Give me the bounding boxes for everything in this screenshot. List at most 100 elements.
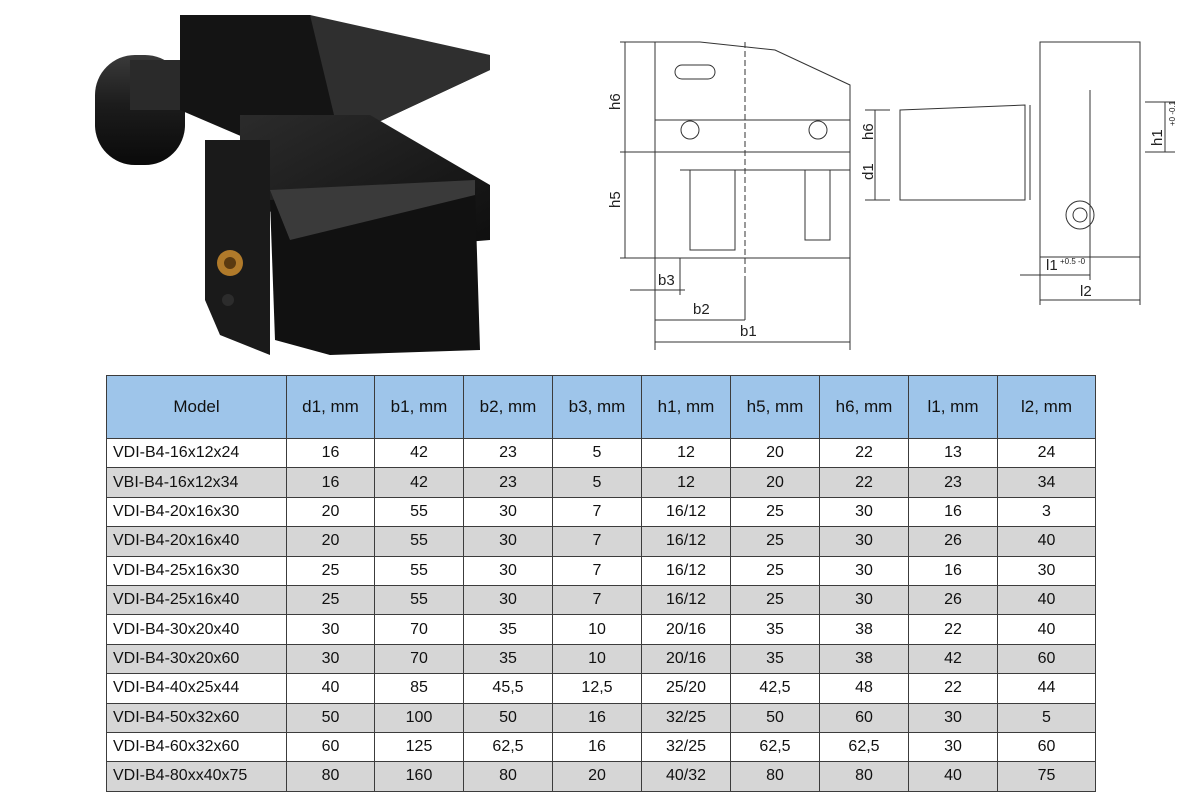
value-cell: 40 [286,673,375,704]
value-cell: 25 [730,584,820,616]
value-cell: 7 [552,584,642,616]
value-cell: 22 [908,673,998,704]
model-cell: VBI-B4-16x12x34 [106,467,287,498]
model-cell: VDI-B4-20x16x30 [106,496,287,528]
model-cell: VDI-B4-60x32x60 [106,731,287,763]
value-cell: 160 [374,761,464,792]
value-cell: 30 [463,555,553,586]
dim-label-h1-tolerance: +0 -0.1 [1168,100,1177,126]
dim-label-h6-side: h6 [860,123,877,140]
tool-holder-photo [95,15,490,355]
value-cell: 55 [374,496,464,528]
column-header: h6, mm [819,375,909,439]
dim-label-b1: b1 [740,323,757,340]
value-cell: 55 [374,555,464,586]
model-cell: VDI-B4-40x25x44 [106,673,287,704]
value-cell: 62,5 [730,731,820,763]
value-cell: 22 [908,614,998,645]
value-cell: 22 [819,467,909,498]
value-cell: 20 [730,437,820,469]
value-cell: 42 [374,467,464,498]
model-cell: VDI-B4-25x16x40 [106,584,287,616]
value-cell: 42 [908,643,998,675]
value-cell: 38 [819,614,909,645]
value-cell: 13 [908,437,998,469]
value-cell: 100 [374,702,464,733]
dim-label-b3: b3 [658,272,675,289]
value-cell: 5 [997,702,1096,733]
value-cell: 80 [463,761,553,792]
model-cell: VDI-B4-30x20x40 [106,614,287,645]
value-cell: 30 [819,555,909,586]
column-header: b3, mm [552,375,642,439]
value-cell: 32/25 [641,731,731,763]
dim-label-d1: d1 [860,163,877,180]
column-header: h5, mm [730,375,820,439]
value-cell: 60 [819,702,909,733]
value-cell: 44 [997,673,1096,704]
column-header: d1, mm [286,375,375,439]
value-cell: 62,5 [819,731,909,763]
value-cell: 48 [819,673,909,704]
value-cell: 16 [286,467,375,498]
value-cell: 40 [997,584,1096,616]
value-cell: 16/12 [641,496,731,528]
model-cell: VDI-B4-50x32x60 [106,702,287,733]
value-cell: 10 [552,643,642,675]
value-cell: 16 [908,555,998,586]
value-cell: 20 [552,761,642,792]
value-cell: 35 [463,643,553,675]
value-cell: 16 [552,731,642,763]
dim-label-l1-tolerance: +0.5 -0 [1060,257,1086,266]
value-cell: 80 [286,761,375,792]
value-cell: 25 [286,584,375,616]
value-cell: 30 [286,643,375,675]
value-cell: 23 [463,467,553,498]
value-cell: 16 [552,702,642,733]
value-cell: 30 [997,555,1096,586]
value-cell: 20 [286,496,375,528]
value-cell: 25 [730,526,820,557]
value-cell: 40 [997,614,1096,645]
value-cell: 26 [908,526,998,557]
value-cell: 30 [463,496,553,528]
value-cell: 25/20 [641,673,731,704]
value-cell: 7 [552,555,642,586]
value-cell: 16/12 [641,526,731,557]
value-cell: 80 [819,761,909,792]
value-cell: 40 [997,526,1096,557]
column-header: b1, mm [374,375,464,439]
value-cell: 12 [641,437,731,469]
model-cell: VDI-B4-16x12x24 [106,437,287,469]
value-cell: 32/25 [641,702,731,733]
value-cell: 70 [374,643,464,675]
dimension-drawing: h6 h5 b3 b2 b1 h6 d1 h1 +0 -0.1 l1 +0.5 … [607,41,1177,350]
value-cell: 24 [997,437,1096,469]
value-cell: 20/16 [641,643,731,675]
value-cell: 25 [286,555,375,586]
value-cell: 5 [552,437,642,469]
value-cell: 42 [374,437,464,469]
value-cell: 42,5 [730,673,820,704]
value-cell: 55 [374,584,464,616]
value-cell: 20 [730,467,820,498]
column-header: b2, mm [463,375,553,439]
dim-label-h6: h6 [607,93,624,110]
value-cell: 125 [374,731,464,763]
value-cell: 10 [552,614,642,645]
model-cell: VDI-B4-80xx40x75 [106,761,287,792]
value-cell: 35 [463,614,553,645]
value-cell: 60 [997,731,1096,763]
dim-label-h1: h1 [1149,129,1166,146]
value-cell: 12,5 [552,673,642,704]
model-cell: VDI-B4-25x16x30 [106,555,287,586]
